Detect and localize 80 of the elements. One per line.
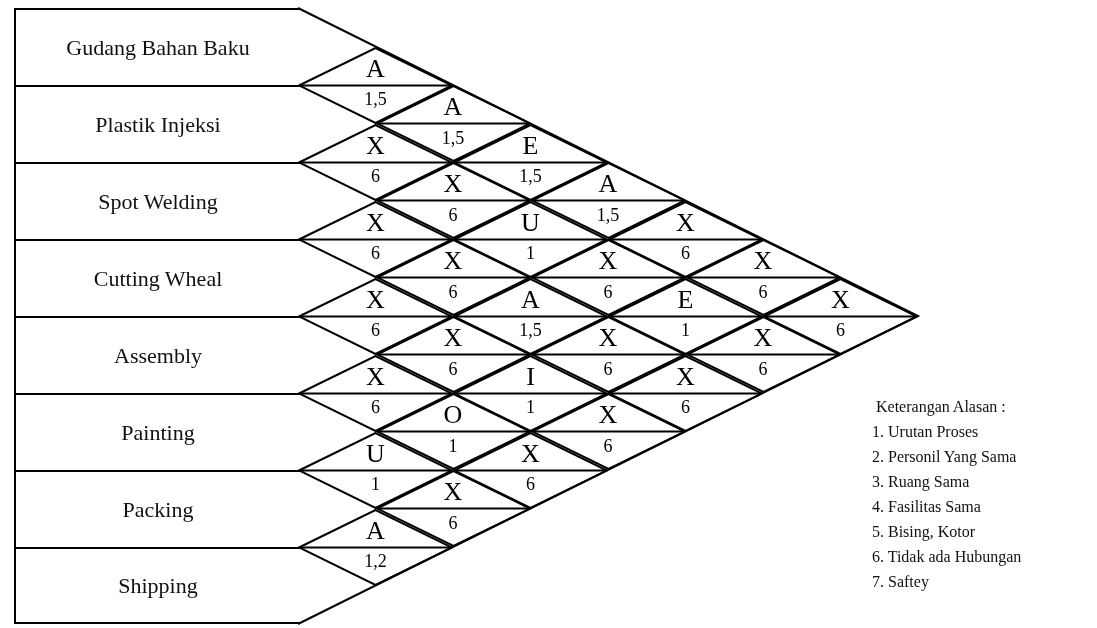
relationship-code: X bbox=[520, 440, 541, 467]
reason-code: 1,5 bbox=[518, 321, 543, 339]
relationship-code: X bbox=[365, 132, 386, 159]
reason-code: 6 bbox=[757, 282, 769, 301]
department-name: Gudang Bahan Baku bbox=[66, 34, 250, 61]
legend-heading: Keterangan Alasan : bbox=[876, 398, 1006, 416]
reason-code: 6 bbox=[680, 244, 691, 262]
reason-code: 6 bbox=[370, 244, 381, 262]
reason-code: 1,5 bbox=[440, 128, 466, 147]
reason-code: 6 bbox=[370, 398, 381, 416]
relationship-code: X bbox=[365, 209, 386, 236]
relationship-code: X bbox=[597, 402, 619, 428]
department-box bbox=[14, 85, 300, 162]
relationship-code: X bbox=[442, 248, 464, 274]
relationship-code: X bbox=[752, 248, 774, 274]
department-box bbox=[14, 239, 300, 316]
reason-code: 6 bbox=[680, 398, 691, 416]
reason-code: 6 bbox=[602, 282, 614, 301]
relationship-code: X bbox=[442, 325, 464, 351]
relationship-code: E bbox=[521, 132, 540, 159]
department-name: Painting bbox=[121, 419, 195, 446]
relationship-code: X bbox=[365, 286, 386, 313]
relationship-code: X bbox=[365, 363, 386, 390]
relationship-code: A bbox=[365, 517, 386, 544]
relationship-code: X bbox=[442, 479, 464, 505]
relationship-code: U bbox=[520, 209, 541, 236]
relationship-code: A bbox=[597, 171, 619, 197]
legend-item: 2. Personil Yang Sama bbox=[872, 448, 1017, 466]
department-box bbox=[14, 547, 300, 624]
relationship-code: A bbox=[442, 94, 464, 120]
reason-code: 6 bbox=[447, 282, 459, 301]
reason-code: 6 bbox=[602, 359, 614, 378]
legend-item: 7. Saftey bbox=[872, 573, 929, 591]
relationship-code: X bbox=[675, 363, 696, 390]
reason-code: 1,2 bbox=[363, 552, 388, 570]
relationship-code: U bbox=[365, 440, 386, 467]
department-name: Spot Welding bbox=[98, 188, 218, 215]
department-name: Cutting Wheal bbox=[93, 265, 223, 292]
department-name: Assembly bbox=[114, 342, 202, 369]
relationship-code: O bbox=[442, 402, 464, 428]
legend-item: 1. Urutan Proses bbox=[872, 423, 979, 441]
relationship-code: X bbox=[442, 171, 464, 197]
reason-code: 6 bbox=[757, 359, 769, 378]
reason-code: 1 bbox=[447, 436, 459, 455]
department-name: Packing bbox=[122, 496, 194, 523]
relationship-code: A bbox=[365, 55, 386, 82]
department-box bbox=[14, 393, 300, 470]
reason-code: 6 bbox=[602, 436, 614, 455]
reason-code: 1,5 bbox=[595, 205, 621, 224]
reason-code: 6 bbox=[370, 167, 381, 185]
legend-item: 4. Fasilitas Sama bbox=[872, 498, 981, 516]
reason-code: 6 bbox=[370, 321, 381, 339]
relationship-code: X bbox=[597, 325, 619, 351]
legend-item: 3. Ruang Sama bbox=[872, 473, 970, 491]
relationship-code: X bbox=[597, 248, 619, 274]
reason-code: 6 bbox=[447, 205, 459, 224]
reason-code: 6 bbox=[447, 513, 459, 532]
reason-code: 6 bbox=[447, 359, 459, 378]
relationship-code: X bbox=[830, 286, 851, 313]
department-box bbox=[14, 470, 300, 547]
relationship-code: A bbox=[520, 286, 541, 313]
department-name: Shipping bbox=[118, 572, 198, 599]
legend-item: 5. Bising, Kotor bbox=[872, 523, 976, 541]
reason-code: 1,5 bbox=[518, 167, 543, 185]
reason-code: 1 bbox=[525, 244, 536, 262]
department-box bbox=[14, 162, 300, 239]
relationship-code: X bbox=[675, 209, 696, 236]
relationship-code: X bbox=[752, 325, 774, 351]
department-box bbox=[14, 316, 300, 393]
department-box bbox=[14, 8, 300, 85]
reason-code: 1 bbox=[370, 475, 381, 493]
relationship-code: E bbox=[676, 286, 695, 313]
reason-code: 6 bbox=[835, 321, 846, 339]
reason-code: 1 bbox=[525, 398, 536, 416]
reason-code: 6 bbox=[525, 475, 536, 493]
legend-item: 6. Tidak ada Hubungan bbox=[872, 548, 1022, 566]
reason-code: 1 bbox=[680, 321, 691, 339]
department-name: Plastik Injeksi bbox=[95, 111, 221, 138]
reason-code: 1,5 bbox=[363, 90, 388, 108]
relationship-code: I bbox=[525, 363, 536, 390]
